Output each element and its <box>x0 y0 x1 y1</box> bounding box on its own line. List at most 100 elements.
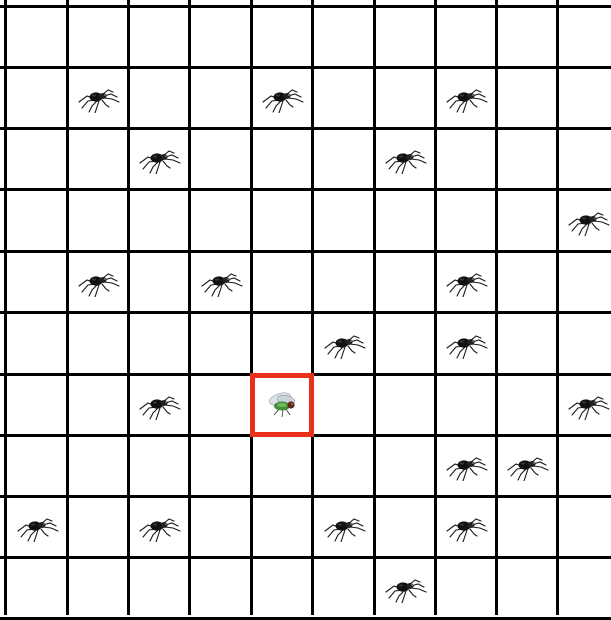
grid-cell[interactable] <box>559 69 611 127</box>
grid-cell[interactable] <box>437 376 495 434</box>
grid-cell[interactable] <box>253 130 311 188</box>
grid-cell[interactable] <box>253 191 311 250</box>
grid-cell[interactable] <box>191 191 250 250</box>
grid-cell[interactable] <box>498 498 556 556</box>
grid-cell[interactable] <box>69 314 127 373</box>
grid-cell[interactable] <box>69 559 127 617</box>
grid-cell[interactable] <box>130 376 188 434</box>
grid-cell[interactable] <box>559 498 611 556</box>
grid-cell[interactable] <box>69 191 127 250</box>
grid-cell[interactable] <box>498 130 556 188</box>
grid-cell[interactable] <box>314 8 373 66</box>
grid-cell[interactable] <box>437 498 495 556</box>
grid-cell[interactable] <box>376 191 434 250</box>
grid-cell[interactable] <box>437 69 495 127</box>
grid-cell[interactable] <box>437 437 495 495</box>
grid-cell[interactable] <box>498 191 556 250</box>
grid-cell[interactable] <box>559 253 611 311</box>
grid-cell[interactable] <box>437 191 495 250</box>
grid-cell[interactable] <box>7 69 66 127</box>
grid-cell[interactable] <box>314 191 373 250</box>
grid-cell[interactable] <box>7 559 66 617</box>
grid-cell[interactable] <box>7 253 66 311</box>
grid-cell[interactable] <box>7 314 66 373</box>
grid-cell[interactable] <box>130 559 188 617</box>
grid-cell[interactable] <box>559 130 611 188</box>
grid-cell[interactable] <box>376 314 434 373</box>
grid-cell[interactable] <box>253 498 311 556</box>
grid-cell[interactable] <box>130 130 188 188</box>
grid-cell[interactable] <box>69 69 127 127</box>
grid-cell[interactable] <box>7 437 66 495</box>
grid-cell[interactable] <box>130 8 188 66</box>
grid-cell[interactable] <box>314 69 373 127</box>
grid-cell[interactable] <box>130 314 188 373</box>
grid-cell[interactable] <box>7 8 66 66</box>
grid-cell[interactable] <box>253 376 311 434</box>
grid-cell[interactable] <box>130 191 188 250</box>
grid-cell[interactable] <box>376 253 434 311</box>
grid-cell[interactable] <box>253 437 311 495</box>
grid-cell[interactable] <box>376 8 434 66</box>
grid-cell[interactable] <box>191 376 250 434</box>
grid-cell[interactable] <box>498 8 556 66</box>
grid-cell[interactable] <box>437 130 495 188</box>
grid-cell[interactable] <box>314 498 373 556</box>
grid-cell[interactable] <box>69 253 127 311</box>
grid-cell[interactable] <box>498 559 556 617</box>
grid-cell[interactable] <box>69 498 127 556</box>
grid-cell[interactable] <box>7 498 66 556</box>
grid-cell[interactable] <box>69 437 127 495</box>
grid-cell[interactable] <box>437 559 495 617</box>
grid-cell[interactable] <box>559 437 611 495</box>
grid-cell[interactable] <box>191 69 250 127</box>
grid-cell[interactable] <box>130 253 188 311</box>
grid-cell[interactable] <box>69 376 127 434</box>
grid-cell[interactable] <box>191 314 250 373</box>
grid-cell[interactable] <box>253 8 311 66</box>
grid-cell[interactable] <box>314 314 373 373</box>
grid-cell[interactable] <box>376 130 434 188</box>
grid-cell[interactable] <box>559 314 611 373</box>
grid-cell[interactable] <box>498 69 556 127</box>
grid-cell[interactable] <box>130 498 188 556</box>
grid-cell[interactable] <box>314 559 373 617</box>
grid-cell[interactable] <box>253 69 311 127</box>
grid-cell[interactable] <box>376 559 434 617</box>
grid-cell[interactable] <box>376 498 434 556</box>
grid-cell[interactable] <box>191 130 250 188</box>
grid-cell[interactable] <box>498 437 556 495</box>
grid-cell[interactable] <box>559 8 611 66</box>
grid-cell[interactable] <box>253 314 311 373</box>
grid-cell[interactable] <box>498 253 556 311</box>
grid-cell[interactable] <box>253 559 311 617</box>
grid-cell[interactable] <box>191 253 250 311</box>
grid-cell[interactable] <box>498 376 556 434</box>
grid-cell[interactable] <box>253 253 311 311</box>
grid-cell[interactable] <box>376 437 434 495</box>
grid-cell[interactable] <box>559 376 611 434</box>
grid-cell[interactable] <box>69 130 127 188</box>
grid-cell[interactable] <box>7 130 66 188</box>
grid-cell[interactable] <box>376 376 434 434</box>
grid-cell[interactable] <box>437 253 495 311</box>
grid-cell[interactable] <box>191 498 250 556</box>
grid-cell[interactable] <box>437 314 495 373</box>
grid-cell[interactable] <box>559 559 611 617</box>
grid-cell[interactable] <box>7 376 66 434</box>
grid-cell[interactable] <box>7 191 66 250</box>
grid-cell[interactable] <box>191 437 250 495</box>
grid-cell[interactable] <box>191 8 250 66</box>
grid-cell[interactable] <box>69 8 127 66</box>
grid-cell[interactable] <box>314 253 373 311</box>
grid-cell[interactable] <box>130 437 188 495</box>
grid-cell[interactable] <box>314 376 373 434</box>
grid-cell[interactable] <box>498 314 556 373</box>
grid-cell[interactable] <box>130 69 188 127</box>
grid-cell[interactable] <box>376 69 434 127</box>
grid-cell[interactable] <box>314 130 373 188</box>
grid-cell[interactable] <box>191 559 250 617</box>
grid-cell[interactable] <box>314 437 373 495</box>
grid-cell[interactable] <box>559 191 611 250</box>
grid-cell[interactable] <box>437 8 495 66</box>
